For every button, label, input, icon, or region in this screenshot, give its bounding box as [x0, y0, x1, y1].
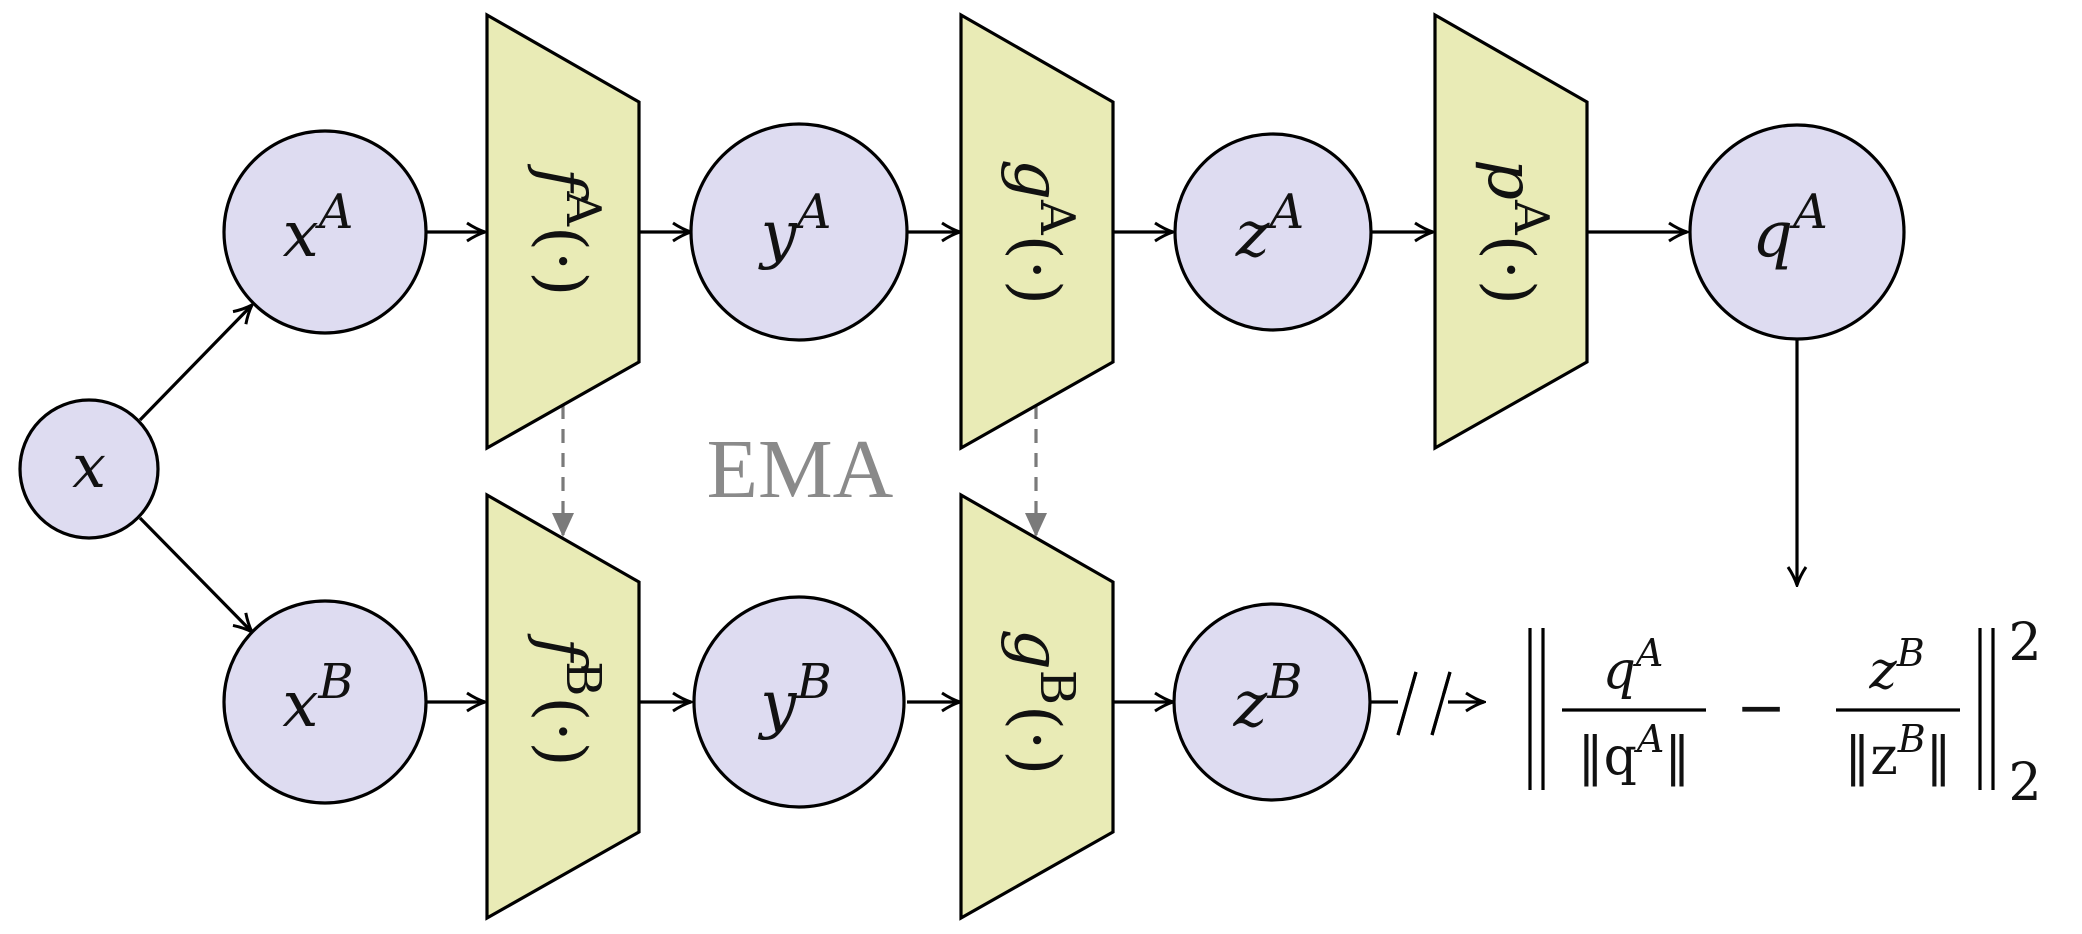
node-zA-sup: A — [1266, 184, 1305, 240]
node-yA-sup: A — [793, 184, 832, 240]
node-yB-base: y — [757, 668, 797, 742]
loss-minus-sign: − — [1736, 673, 1786, 743]
node-qA-sup: A — [1789, 184, 1828, 240]
module-pA-base: p — [1473, 159, 1547, 200]
svg-text:gB(·): gB(·) — [999, 629, 1085, 776]
loss-right-denominator: ‖zB‖ — [1844, 717, 1951, 787]
svg-text:qA: qA — [1752, 184, 1828, 272]
node-x-label: x — [72, 432, 106, 502]
svg-text:x: x — [72, 432, 106, 502]
svg-text:xB: xB — [282, 654, 353, 742]
node-yA-base: y — [758, 198, 798, 272]
module-fA-arg: (·) — [525, 226, 599, 296]
node-yB-sup: B — [795, 654, 831, 710]
module-fB-sup: B — [555, 661, 611, 696]
ema-label: EMA — [707, 423, 894, 516]
svg-text:zA: zA — [1235, 184, 1304, 272]
module-gB: gB(·) — [959, 492, 1115, 921]
node-xB: xB — [222, 599, 428, 805]
svg-text:yB: yB — [757, 654, 831, 742]
svg-text:xA: xA — [283, 184, 354, 272]
svg-text:zB: zB — [1233, 654, 1303, 742]
node-zA: zA — [1173, 132, 1373, 332]
node-zB-sup: B — [1266, 654, 1302, 710]
node-qA-base: q — [1752, 198, 1793, 272]
svg-text:pA(·): pA(·) — [1473, 159, 1559, 305]
stop-gradient-mark — [1396, 671, 1452, 736]
module-gA-arg: (·) — [999, 235, 1073, 305]
loss-formula: qA ‖qA‖ − zB ‖zB‖ 2 2 — [1528, 613, 2042, 813]
module-fB: fB(·) — [485, 492, 641, 921]
node-xB-base: x — [282, 668, 318, 742]
module-fB-arg: (·) — [525, 696, 599, 766]
node-zA-base: z — [1235, 198, 1271, 272]
loss-power: 2 — [2008, 613, 2041, 673]
module-gB-base: g — [999, 629, 1073, 670]
node-xA-base: x — [283, 198, 319, 272]
module-gA: gA(·) — [959, 12, 1115, 451]
loss-right-numerator: zB — [1868, 631, 1924, 701]
edges — [138, 232, 1797, 702]
module-fA-sup: A — [555, 190, 611, 227]
svg-text:fA(·): fA(·) — [525, 164, 611, 297]
module-gA-base: g — [999, 159, 1073, 200]
node-yB: yB — [692, 595, 906, 809]
module-gB-arg: (·) — [999, 705, 1073, 775]
node-xA-sup: A — [315, 184, 354, 240]
svg-text:fB(·): fB(·) — [525, 633, 611, 766]
module-gA-sup: A — [1029, 199, 1085, 236]
edge-x-to-xB — [138, 516, 252, 632]
node-xA: xA — [222, 129, 428, 335]
module-pA-arg: (·) — [1473, 235, 1547, 305]
node-yA: yA — [689, 122, 909, 342]
module-gB-sup: B — [1029, 670, 1085, 705]
svg-text:gA(·): gA(·) — [999, 159, 1085, 305]
edge-x-to-xA — [138, 305, 252, 422]
loss-left-numerator: qA — [1603, 631, 1664, 701]
node-x: x — [18, 398, 160, 540]
node-zB-base: z — [1233, 668, 1269, 742]
node-zB: zB — [1172, 602, 1372, 802]
loss-left-denominator: ‖qA‖ — [1578, 717, 1691, 787]
module-pA-sup: A — [1503, 199, 1559, 236]
node-qA: qA — [1688, 123, 1906, 341]
node-xB-sup: B — [317, 654, 353, 710]
module-pA: pA(·) — [1433, 12, 1589, 451]
loss-norm-subscript: 2 — [2008, 753, 2041, 813]
svg-text:yA: yA — [758, 184, 832, 272]
module-fA: fA(·) — [485, 12, 641, 451]
